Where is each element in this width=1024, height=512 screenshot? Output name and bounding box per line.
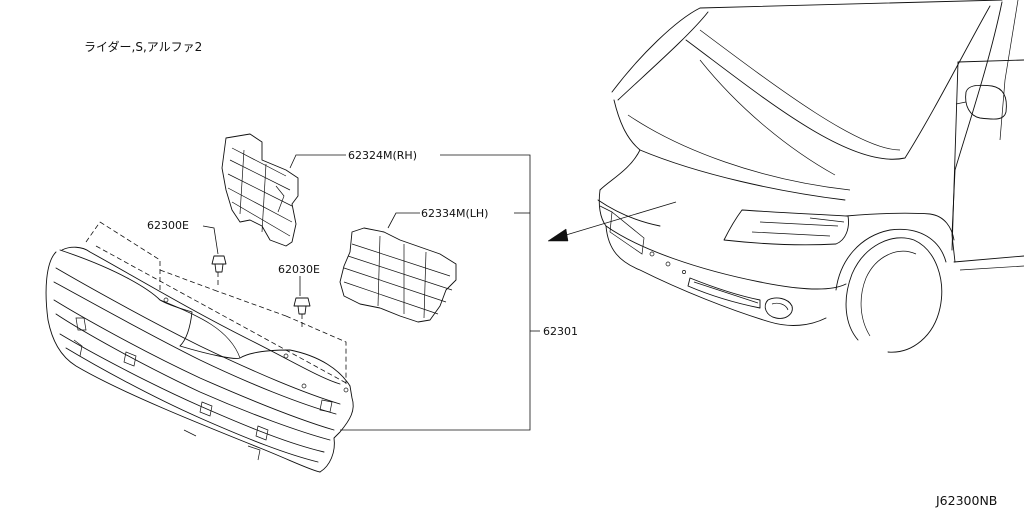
- leader-lines: [202, 154, 540, 431]
- part-label-62030e: 62030E: [278, 263, 320, 276]
- front-grille-assembly: [45, 221, 354, 473]
- vehicle-front-view: [597, 0, 1024, 353]
- part-label-62334m-lh: 62334M(LH): [421, 207, 488, 220]
- diagram-code: J62300NB: [935, 493, 997, 508]
- grille-insert-lh: [339, 227, 457, 323]
- grille-insert-rh: [221, 133, 299, 247]
- location-arrow: [547, 201, 677, 242]
- clip-62030e: [293, 297, 311, 330]
- clip-62300e: [211, 255, 227, 288]
- part-label-62324m-rh: 62324M(RH): [348, 149, 417, 162]
- part-label-62301: 62301: [543, 325, 578, 338]
- header-note: ライダー,S,アルファ2: [84, 39, 202, 54]
- part-label-62300e: 62300E: [147, 219, 189, 232]
